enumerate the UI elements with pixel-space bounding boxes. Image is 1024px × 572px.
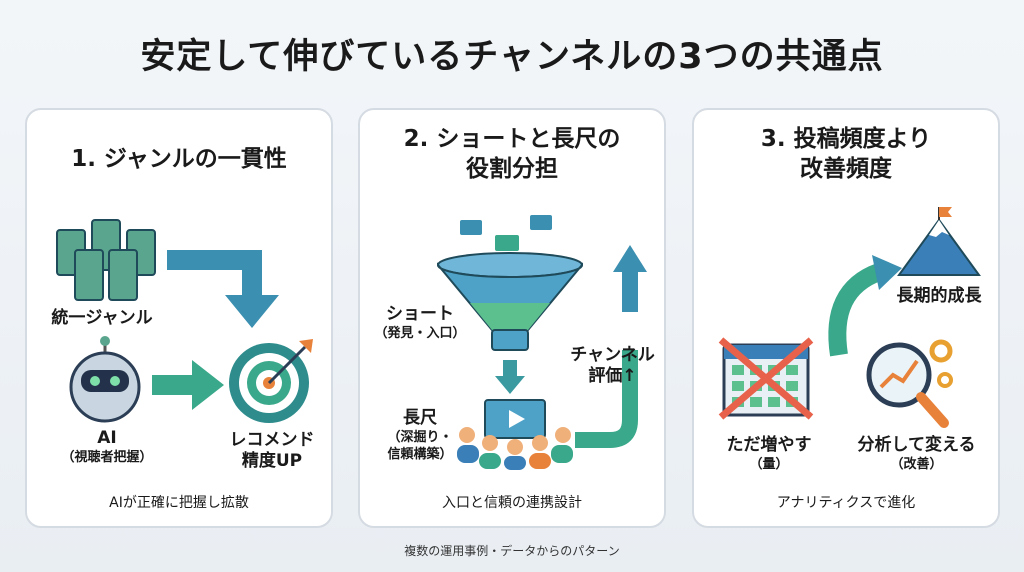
short-sub: （発見・入口）	[374, 326, 466, 341]
heading-line1: 2. ショートと長尺の	[403, 126, 621, 152]
genre-label: 統一ジャンル	[51, 308, 153, 328]
heading-line1: 3. 投稿頻度より	[760, 126, 932, 152]
ai-sub: （視聴者把握）	[61, 450, 153, 465]
arrow-down-icon	[495, 360, 525, 394]
card-short-long-roles: 2. ショートと長尺の役割分担 ショート （発見・入口） 長尺 （深掘り・信頼構築）…	[358, 108, 666, 528]
rec-line1: レコメンド	[229, 430, 315, 450]
card-improvement-frequency: 3. 投稿頻度より改善頻度 長期的成長 ただ増やす （量） 分析して変える （改善）…	[692, 108, 1000, 528]
card-heading: 3. 投稿頻度より改善頻度	[694, 124, 998, 184]
mountain-flag-icon	[897, 207, 981, 276]
heading-line2: 役割分担	[466, 156, 558, 182]
robot-icon	[69, 336, 141, 423]
channel-eval-label: チャンネル評価↑	[560, 345, 665, 387]
improve-sub: （改善）	[890, 457, 943, 472]
arrow-up-loop-icon	[575, 245, 647, 448]
ai-label: AI （視聴者把握）	[47, 428, 167, 466]
rec-line2: 精度UP	[241, 451, 303, 471]
card-footer: AIが正確に把握し拡散	[109, 495, 249, 511]
card-genre-consistency: 1. ジャンルの一貫性 統一ジャンル AI （視聴者把握） レコメンド精度UP A…	[25, 108, 333, 528]
arrow-down-icon	[167, 250, 279, 328]
channel-line1: チャンネル	[570, 345, 655, 365]
target-icon	[229, 339, 313, 423]
page-title: 安定して伸びているチャンネルの3つの共通点	[140, 37, 884, 77]
long-title: 長尺	[403, 408, 437, 428]
growth-label: 長期的成長	[896, 286, 982, 306]
improve-title: 分析して変える	[857, 435, 976, 455]
audience-video-icon	[457, 399, 573, 470]
quantity-sub: （量）	[749, 457, 789, 472]
recommend-label: レコメンド精度UP	[207, 430, 337, 472]
quantity-title: ただ増やす	[726, 435, 812, 455]
card-footer: 入口と信頼の連携設計	[442, 495, 582, 511]
quantity-label: ただ増やす （量）	[704, 435, 834, 473]
long-label: 長尺 （深掘り・信頼構築）	[380, 408, 460, 463]
long-sub2: 信頼構築）	[387, 447, 453, 462]
arrow-right-icon	[152, 360, 224, 410]
ai-title: AI	[97, 428, 117, 448]
card-heading: 1. ジャンルの一貫性	[71, 146, 287, 172]
server-stack-icon	[56, 219, 156, 301]
analytics-magnifier-icon	[866, 339, 953, 428]
source-note: 複数の運用事例・データからのパターン	[404, 544, 620, 558]
card-heading: 2. ショートと長尺の役割分担	[360, 124, 664, 184]
curved-arrow-icon	[828, 255, 902, 357]
channel-line2: 評価↑	[588, 366, 637, 386]
short-label: ショート （発見・入口）	[370, 304, 470, 342]
funnel-icon	[436, 215, 584, 351]
calendar-crossed-icon	[718, 337, 814, 420]
heading-line2: 改善頻度	[800, 156, 892, 182]
long-sub1: （深掘り・	[387, 430, 453, 445]
card-footer: アナリティクスで進化	[776, 495, 916, 511]
improve-label: 分析して変える （改善）	[839, 435, 994, 473]
short-title: ショート	[386, 304, 454, 324]
